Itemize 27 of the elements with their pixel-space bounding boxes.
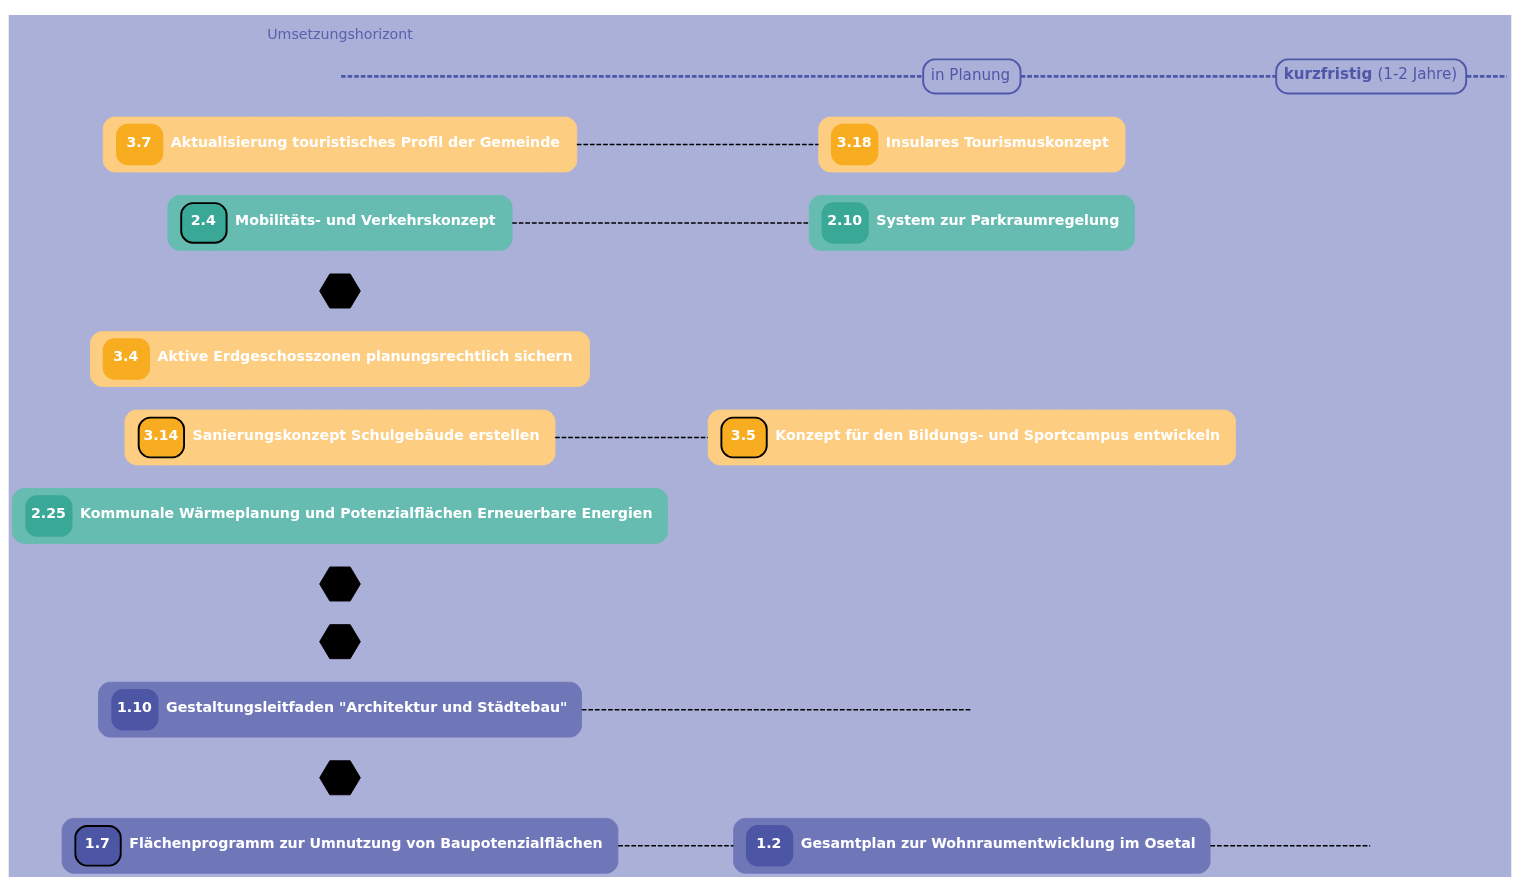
node-box: 3.4 Aktive Erdgeschosszonen planungsrechtlich sichern	[90, 330, 590, 387]
node-hexagon	[319, 566, 361, 601]
connector	[1209, 844, 1371, 847]
connector	[1466, 74, 1507, 78]
node-box: 2.25 Kommunale Wärmeplanung und Potenzialflächen Erneuerbare Energien	[12, 487, 668, 544]
connector	[511, 221, 810, 224]
node-box: 3.14 Sanierungskonzept Schulgebäude erstellen	[124, 409, 556, 465]
connector	[576, 143, 820, 145]
connector	[1020, 74, 1276, 78]
node-box: 2.4 Mobilitäts- und Verkehrskonzept	[167, 194, 513, 251]
connector	[581, 708, 972, 710]
connector	[554, 436, 709, 438]
node-box: 3.18 Insulares Tourismuskonzept	[818, 116, 1126, 172]
connector	[617, 844, 735, 847]
node-box: 2.10 System zur Parkraumregelung	[808, 194, 1135, 251]
node-box: 3.7 Aktualisierung touristisches Profil der Gemeinde	[102, 116, 578, 172]
connector	[341, 74, 923, 78]
label: Umsetzungshorizont	[267, 25, 413, 42]
node-box: 1.7 Flächenprogramm zur Umnutzung von Baupotenzialflächen	[61, 817, 619, 874]
node-hexagon	[319, 273, 361, 308]
node-box: 1.2 Gesamtplan zur Wohnraumentwicklung im Osetal	[733, 817, 1211, 874]
node-box: 3.5 Konzept für den Bildungs- und Sportcampus entwickeln	[707, 409, 1237, 465]
node-box: 1.10 Gestaltungsleitfaden "Architektur und Städtebau"	[98, 681, 582, 738]
node-box: in Planung	[922, 57, 1022, 94]
node-hexagon	[319, 623, 361, 659]
node-box: kurzfristig (1-2 Jahre)	[1275, 57, 1468, 94]
node-hexagon	[319, 759, 361, 795]
